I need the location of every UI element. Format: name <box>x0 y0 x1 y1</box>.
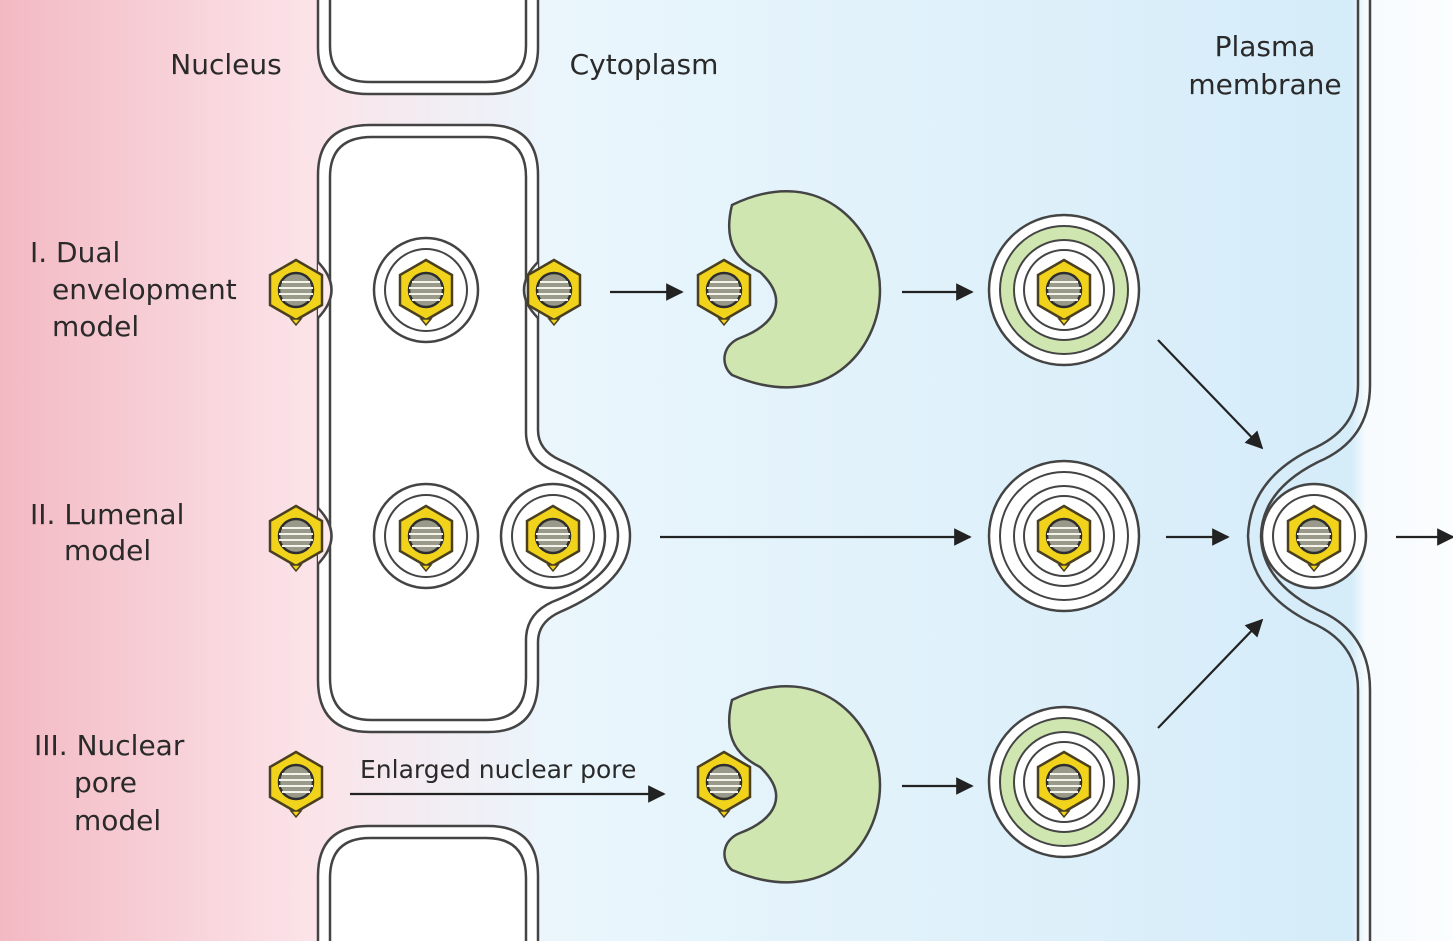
svg-text:II. Lumenal: II. Lumenal <box>30 498 184 531</box>
svg-text:I. Dual: I. Dual <box>30 236 120 269</box>
svg-text:model: model <box>74 804 161 837</box>
svg-text:model: model <box>52 310 139 343</box>
vesicle-row1 <box>989 215 1139 365</box>
perinuclear-virion-row2b <box>501 484 605 588</box>
nuclear-envelope-top <box>318 0 538 94</box>
label-nucleus: Nucleus <box>170 48 281 81</box>
vesicle-row3 <box>989 707 1139 857</box>
perinuclear-virion-row1 <box>374 238 478 342</box>
label-cytoplasm: Cytoplasm <box>570 48 719 81</box>
exocytosing-virion <box>1262 484 1366 588</box>
svg-text:pore: pore <box>74 766 137 799</box>
label-plasma: Plasma <box>1215 30 1316 63</box>
svg-text:III. Nuclear: III. Nuclear <box>34 729 185 762</box>
svg-text:model: model <box>64 534 151 567</box>
nuclear-envelope-bottom <box>318 826 538 941</box>
label-enlarged-nuclear-pore: Enlarged nuclear pore <box>360 755 636 784</box>
svg-text:envelopment: envelopment <box>52 273 237 306</box>
vesicle-row2 <box>989 461 1139 611</box>
label-membrane: membrane <box>1188 68 1341 101</box>
perinuclear-virion-row2a <box>374 484 478 588</box>
